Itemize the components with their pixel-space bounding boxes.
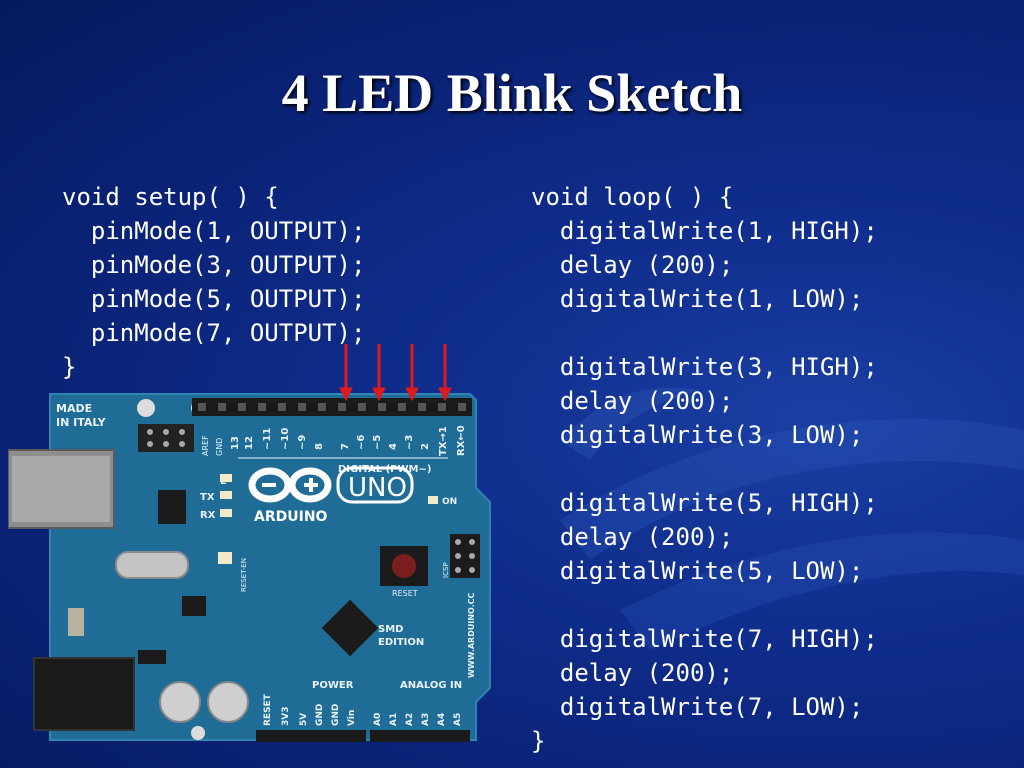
code-line: delay (200); — [531, 387, 734, 415]
code-line: delay (200); — [531, 659, 734, 687]
analog-label: ANALOG IN — [400, 680, 462, 691]
code-line: ​ — [531, 452, 878, 486]
code-line: digitalWrite(5, LOW); — [531, 557, 864, 585]
code-line: ​ — [531, 316, 878, 350]
capacitor — [159, 681, 201, 723]
analog-pin-label: A4 — [437, 713, 447, 726]
code-line: delay (200); — [531, 251, 734, 279]
digital-pin-label: TX→1 — [438, 426, 449, 456]
slide-title: 4 LED Blink Sketch — [281, 63, 743, 123]
power-pin-label: Vin — [347, 710, 357, 726]
made-in-label: MADE — [56, 402, 92, 415]
smd-label: SMD — [378, 624, 403, 635]
power-header — [256, 730, 366, 742]
setup-code-block: void setup( ) { pinMode(1, OUTPUT); pinM… — [62, 180, 365, 384]
digital-pin-label: ~5 — [372, 435, 383, 450]
code-line: } — [531, 727, 546, 755]
aref-label: AREF — [201, 435, 210, 456]
analog-pin-label: A2 — [405, 713, 415, 726]
digital-pin-label: ~11 — [262, 428, 273, 450]
power-pin-label: 5V — [299, 713, 309, 726]
digital-pin-label: 8 — [314, 443, 325, 450]
analog-pin-label: A1 — [389, 713, 399, 726]
analog-pin-label: A5 — [453, 713, 463, 726]
code-line: digitalWrite(3, LOW); — [531, 421, 864, 449]
gnd-label: GND — [215, 438, 224, 456]
code-line: delay (200); — [531, 523, 734, 551]
power-jack — [33, 657, 135, 731]
code-line: digitalWrite(1, LOW); — [531, 285, 864, 313]
digital-pin-label: ~10 — [280, 428, 291, 450]
power-label: POWER — [312, 680, 354, 691]
analog-header — [370, 730, 470, 742]
pin-arrows — [339, 344, 452, 402]
tx-label: TX — [200, 492, 215, 503]
edition-label: EDITION — [378, 637, 424, 648]
digital-pin-label: 7 — [340, 443, 351, 450]
digital-pin-label: ~3 — [404, 435, 415, 450]
power-pin-label: GND — [315, 704, 325, 726]
code-line: pinMode(1, OUTPUT); — [62, 217, 366, 245]
digital-pin-label: ~9 — [297, 435, 308, 450]
code-line: pinMode(7, OUTPUT); — [62, 319, 366, 347]
analog-pin-label: A3 — [421, 713, 431, 726]
digital-header — [192, 398, 472, 416]
digital-pin-label: ~6 — [356, 435, 367, 450]
analog-pin-label: A0 — [373, 713, 383, 726]
code-line: pinMode(3, OUTPUT); — [62, 251, 366, 279]
code-line: digitalWrite(7, HIGH); — [531, 625, 878, 653]
code-line: digitalWrite(1, HIGH); — [531, 217, 878, 245]
model-label: UNO — [348, 473, 407, 503]
website-label: WWW.ARDUINO.CC — [467, 592, 476, 678]
arrowhead — [438, 387, 452, 402]
code-line: ​ — [531, 588, 878, 622]
code-line: digitalWrite(7, LOW); — [531, 693, 864, 721]
arduino-uno-board: MADE IN ITALY AREF GND 13 12 ~11 ~10 ~9 … — [8, 344, 491, 742]
digital-pin-label: 4 — [388, 443, 399, 450]
arrowhead — [405, 387, 419, 402]
arrowhead — [372, 387, 386, 402]
arrowhead — [339, 387, 353, 402]
digital-pin-label: 12 — [244, 436, 255, 450]
code-line: pinMode(5, OUTPUT); — [62, 285, 366, 313]
arduino-logo — [248, 467, 332, 503]
code-line: } — [62, 353, 77, 381]
code-line: digitalWrite(3, HIGH); — [531, 353, 878, 381]
in-italy-label: IN ITALY — [56, 416, 107, 429]
power-pin-label: GND — [331, 704, 341, 726]
power-pin-label: RESET — [263, 693, 273, 726]
digital-pin-label: 2 — [420, 443, 431, 450]
power-pin-label: 3V3 — [281, 707, 291, 727]
on-label: ON — [442, 497, 457, 507]
capacitor — [207, 681, 249, 723]
rx-label: RX — [200, 510, 216, 521]
reset-label: RESET — [392, 589, 418, 598]
digital-pin-label: RX←0 — [456, 425, 467, 456]
brand-label: ARDUINO — [254, 509, 328, 525]
reset-en-label: RESET-EN — [240, 558, 248, 592]
digital-pin-label: 13 — [230, 436, 241, 450]
code-line: void loop( ) { — [531, 183, 734, 211]
code-line: void setup( ) { — [62, 183, 279, 211]
code-line: digitalWrite(5, HIGH); — [531, 489, 878, 517]
icsp-label: ICSP — [442, 562, 450, 578]
loop-code-block: void loop( ) { digitalWrite(1, HIGH); de… — [531, 180, 878, 758]
